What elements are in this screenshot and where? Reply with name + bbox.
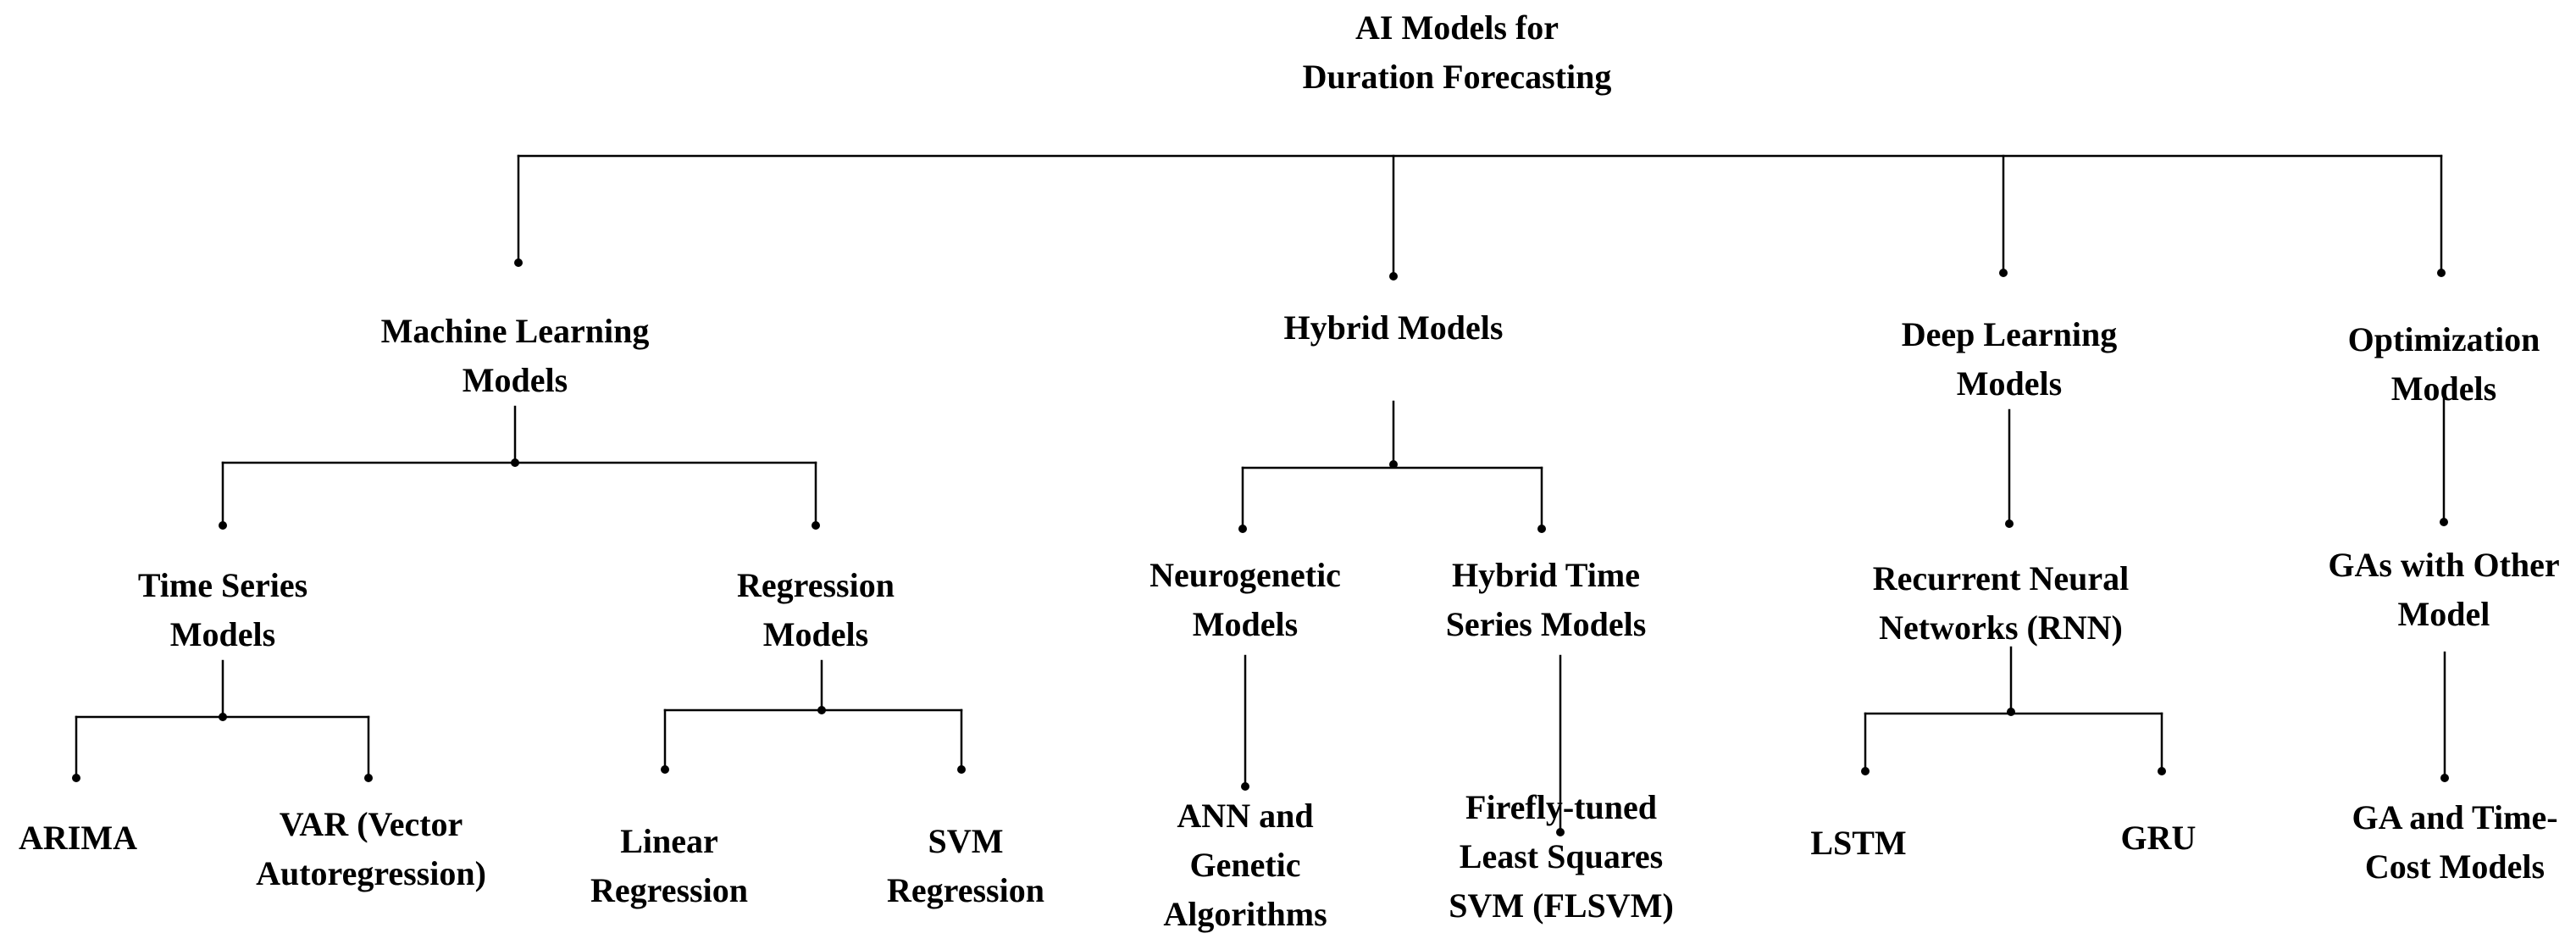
neuro-label-line1: Neurogenetic	[1150, 556, 1341, 594]
root-label-line2: Duration Forecasting	[1302, 58, 1612, 96]
category-deep-learning: Deep Learning Models	[1902, 310, 2117, 408]
gatc-label-line2: Cost Models	[2364, 847, 2546, 886]
opt-label-line1: Optimization	[2347, 320, 2540, 358]
var-label-line1: VAR (Vector	[279, 805, 463, 843]
lstm-dot	[1861, 767, 1870, 775]
lin-dot	[661, 765, 669, 774]
gru-dot	[2158, 767, 2166, 775]
subcategory-rnn: Recurrent Neural Networks (RNN)	[1873, 554, 2130, 653]
lstm-label-line1: LSTM	[1810, 824, 1907, 862]
svm-label-line2: Regression	[887, 871, 1044, 909]
ga-label-line2: Model	[2397, 595, 2490, 633]
leaf-svm-regression: SVM Regression	[887, 817, 1044, 915]
ga-label-line1: GAs with Other	[2328, 546, 2560, 584]
gru-label-line1: GRU	[2120, 819, 2197, 857]
category-optimization: Optimization Models	[2348, 315, 2540, 414]
reg-bus-dot	[817, 706, 826, 714]
hts-label-line1: Hybrid Time	[1452, 556, 1640, 594]
category-hybrid: Hybrid Models	[1284, 303, 1504, 353]
subcategory-neurogenetic: Neurogenetic Models	[1150, 551, 1341, 649]
ml-dot	[514, 258, 523, 267]
opt-label-line2: Models	[2390, 369, 2497, 408]
gatc-label-line1: GA and Time-	[2352, 798, 2558, 836]
opt-dot	[2437, 269, 2446, 277]
reg-label-line2: Models	[762, 615, 869, 653]
lin-label-line2: Regression	[590, 871, 748, 909]
hybrid-label-line1: Hybrid Models	[1283, 308, 1504, 347]
hybrid-bus-dot	[1389, 460, 1398, 469]
neuro-label-line2: Models	[1192, 605, 1299, 643]
leaf-var: VAR (Vector Autoregression)	[256, 800, 486, 898]
hts-dot	[1537, 525, 1546, 533]
leaf-lstm: LSTM	[1810, 819, 1906, 868]
ml-bus-dot	[511, 458, 519, 467]
subcategory-time-series: Time Series Models	[138, 561, 307, 659]
ml-label-line1: Machine Learning	[380, 312, 650, 350]
ann-label-line3: Algorithms	[1163, 895, 1327, 933]
leaf-linear-regression: Linear Regression	[590, 817, 748, 915]
arima-dot	[72, 774, 80, 782]
dl-dot	[1999, 269, 2008, 277]
rnn-bus-dot	[2007, 708, 2015, 716]
dl-label-line1: Deep Learning	[1901, 315, 2118, 353]
ts-dot	[219, 521, 227, 530]
subcategory-ga-other: GAs with Other Model	[2328, 541, 2559, 639]
hts-label-line2: Series Models	[1445, 605, 1647, 643]
reg-dot	[812, 521, 820, 530]
ga-dot	[2440, 518, 2448, 526]
ml-label-line2: Models	[462, 361, 568, 399]
dl-label-line2: Models	[1956, 364, 2063, 403]
var-label-line2: Autoregression)	[256, 854, 486, 892]
svm-dot	[957, 765, 966, 774]
gatc-dot	[2440, 774, 2449, 782]
root-node: AI Models for Duration Forecasting	[1303, 3, 1612, 102]
subcategory-hybrid-time-series: Hybrid Time Series Models	[1446, 551, 1647, 649]
flsvm-label-line3: SVM (FLSVM)	[1449, 886, 1674, 925]
leaf-ga-time-cost: GA and Time- Cost Models	[2352, 793, 2557, 892]
rnn-label-line1: Recurrent Neural	[1872, 559, 2130, 597]
reg-label-line1: Regression	[737, 566, 895, 604]
ts-label-line2: Models	[169, 615, 276, 653]
ts-label-line1: Time Series	[137, 566, 308, 604]
rnn-label-line2: Networks (RNN)	[1879, 608, 2123, 647]
lin-label-line1: Linear	[620, 822, 718, 860]
leaf-flsvm: Firefly-tuned Least Squares SVM (FLSVM)	[1449, 783, 1674, 931]
category-machine-learning: Machine Learning Models	[381, 307, 650, 405]
ts-bus-dot	[219, 713, 227, 721]
leaf-arima: ARIMA	[19, 814, 137, 863]
leaf-gru: GRU	[2121, 814, 2197, 863]
svm-label-line1: SVM	[928, 822, 1004, 860]
flsvm-dot	[1556, 828, 1565, 836]
ann-label-line2: Genetic	[1189, 846, 1301, 884]
var-dot	[364, 774, 373, 782]
flsvm-label-line2: Least Squares	[1459, 837, 1664, 875]
root-label-line1: AI Models for	[1355, 8, 1559, 47]
ann-label-line1: ANN and	[1177, 797, 1314, 835]
arima-label-line1: ARIMA	[19, 819, 137, 857]
leaf-ann-ga: ANN and Genetic Algorithms	[1163, 792, 1327, 939]
subcategory-regression: Regression Models	[737, 561, 895, 659]
hybrid-dot	[1389, 272, 1398, 281]
rnn-dot	[2005, 519, 2014, 528]
flsvm-label-line1: Firefly-tuned	[1465, 788, 1657, 826]
ann-dot	[1241, 782, 1249, 791]
neuro-dot	[1238, 525, 1247, 533]
